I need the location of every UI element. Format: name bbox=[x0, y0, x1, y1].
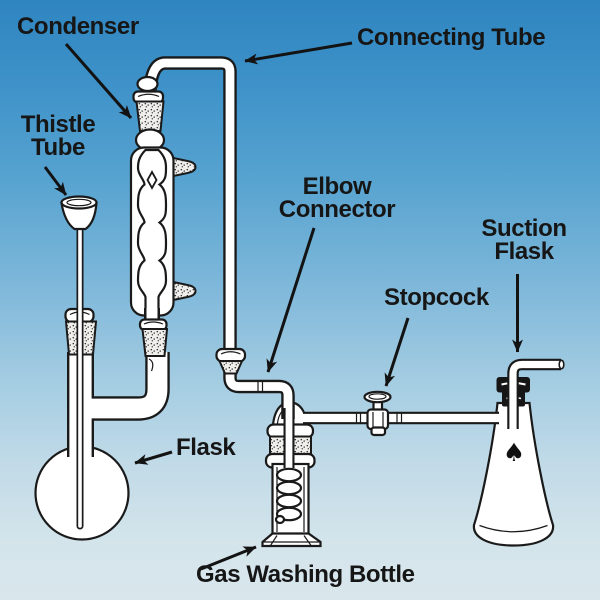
thistle-funnel-cup bbox=[60, 201, 98, 231]
arrow-connecting-tube bbox=[244, 41, 353, 65]
stopcock-body bbox=[366, 408, 390, 431]
arrow-flask bbox=[134, 450, 173, 465]
arrow-thistle-tube bbox=[43, 166, 68, 196]
stopcock-drawing bbox=[363, 390, 392, 437]
arrow-elbow-connector bbox=[266, 227, 316, 373]
label-elbow-connector: Elbow Connector bbox=[278, 173, 396, 223]
condenser-bottom-stopper bbox=[141, 328, 169, 357]
bottle-spiral-coil bbox=[274, 467, 303, 525]
label-thistle-tube: Thistle Tube bbox=[20, 111, 96, 161]
bottle-outlet-tube bbox=[303, 411, 370, 425]
label-stopcock: Stopcock bbox=[384, 284, 489, 311]
condenser-drawing bbox=[129, 75, 197, 372]
tube-open-tip bbox=[558, 359, 565, 370]
label-connecting-tube: Connecting Tube bbox=[357, 24, 546, 51]
flask-drawing bbox=[34, 352, 170, 541]
label-condenser: Condenser bbox=[17, 13, 139, 40]
condenser-diamond-mark bbox=[146, 170, 158, 190]
label-gas-washing-bottle: Gas Washing Bottle bbox=[196, 561, 415, 588]
arrow-stopcock bbox=[384, 317, 410, 387]
condenser-top-stopper bbox=[135, 100, 165, 132]
hose-barb-lower bbox=[170, 280, 197, 302]
elbow-connector-drawing bbox=[215, 347, 247, 375]
suction-flask-drawing: ♠ bbox=[363, 358, 565, 547]
label-flask: Flask bbox=[176, 434, 236, 461]
hose-barb-upper bbox=[170, 156, 197, 178]
arrow-condenser bbox=[64, 43, 133, 119]
thistle-tube-drawing bbox=[60, 195, 98, 530]
label-suction-flask: Suction Flask bbox=[481, 215, 567, 265]
suction-flask-spade-mark: ♠ bbox=[503, 438, 525, 467]
arrow-gas-washing-bottle bbox=[200, 545, 257, 571]
condenser-top-knob bbox=[136, 75, 159, 93]
gas-washing-bottle-drawing bbox=[261, 408, 322, 548]
pointer-arrows bbox=[43, 41, 523, 571]
suction-flask-cone bbox=[472, 401, 555, 547]
